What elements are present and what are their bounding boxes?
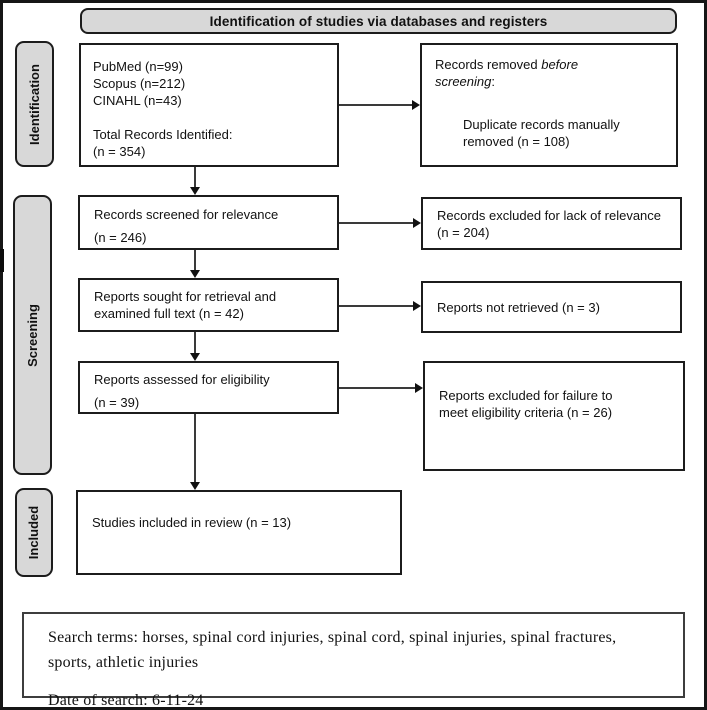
down-arrow-sought-to-assessed (190, 332, 200, 361)
right-arrow-to-excluded-eligibility (339, 383, 423, 393)
down-arrow-screened-to-sought (190, 250, 200, 278)
left-border-tick (0, 249, 4, 272)
diagram-title: Identification of studies via databases … (80, 8, 677, 34)
records-removed-italic: before screening (435, 57, 579, 89)
records-removed-heading: Records removed before screening: (435, 56, 610, 90)
records-excluded-text: Records excluded for lack of relevance (… (437, 208, 662, 240)
total-records-value: (n = 354) (93, 144, 146, 159)
down-arrow-assessed-to-included (190, 414, 200, 490)
flow-box-records-excluded: Records excluded for lack of relevance (… (421, 197, 682, 250)
source-line-cinahl: CINAHL (n=43) (93, 93, 182, 108)
reports-not-retrieved-text: Reports not retrieved (n = 3) (437, 300, 600, 315)
stage-label-screening: Screening (13, 195, 52, 475)
source-line-pubmed: PubMed (n=99) (93, 59, 183, 74)
flow-box-reports-sought: Reports sought for retrieval and examine… (78, 278, 339, 332)
down-arrow-identification-to-screened (190, 167, 200, 195)
flow-box-reports-excluded-eligibility: Reports excluded for failure to meet eli… (423, 361, 685, 471)
right-arrow-to-records-removed (339, 100, 420, 110)
total-records-label: Total Records Identified: (93, 127, 233, 142)
flow-box-reports-assessed: Reports assessed for eligibility (n = 39… (78, 361, 339, 414)
records-removed-prefix: Records removed (435, 57, 542, 72)
duplicates-removed-text: Duplicate records manually removed (n = … (463, 117, 620, 149)
flow-box-records-removed: Records removed before screening: Duplic… (420, 43, 678, 167)
stage-label-identification: Identification (15, 41, 54, 167)
right-arrow-to-records-excluded (339, 218, 421, 228)
stage-label-included-text: Included (26, 505, 42, 560)
flow-box-records-screened: Records screened for relevance (n = 246) (78, 195, 339, 250)
search-terms-text: Search terms: horses, spinal cord injuri… (48, 629, 617, 671)
flow-box-records-identified: PubMed (n=99) Scopus (n=212) CINAHL (n=4… (79, 43, 339, 167)
flow-box-studies-included: Studies included in review (n = 13) (76, 490, 402, 575)
flow-box-reports-not-retrieved: Reports not retrieved (n = 3) (421, 281, 682, 333)
reports-assessed-line2: (n = 39) (94, 395, 140, 410)
stage-label-included: Included (15, 488, 53, 577)
studies-included-text: Studies included in review (n = 13) (92, 515, 292, 530)
stage-label-identification-text: Identification (27, 63, 43, 145)
records-screened-line2: (n = 246) (94, 230, 147, 245)
records-removed-suffix: : (491, 74, 495, 89)
source-line-scopus: Scopus (n=212) (93, 76, 186, 91)
stage-label-screening-text: Screening (25, 303, 41, 367)
reports-excluded-eligibility-text: Reports excluded for failure to meet eli… (439, 388, 613, 420)
reports-assessed-line1: Reports assessed for eligibility (94, 372, 270, 387)
search-date-text: Date of search: 6-11-24 (48, 692, 204, 709)
right-arrow-to-not-retrieved (339, 301, 421, 311)
reports-sought-text: Reports sought for retrieval and examine… (94, 289, 277, 321)
diagram-title-text: Identification of studies via databases … (209, 13, 548, 29)
search-terms-box: Search terms: horses, spinal cord injuri… (22, 612, 685, 709)
records-screened-line1: Records screened for relevance (94, 207, 279, 222)
